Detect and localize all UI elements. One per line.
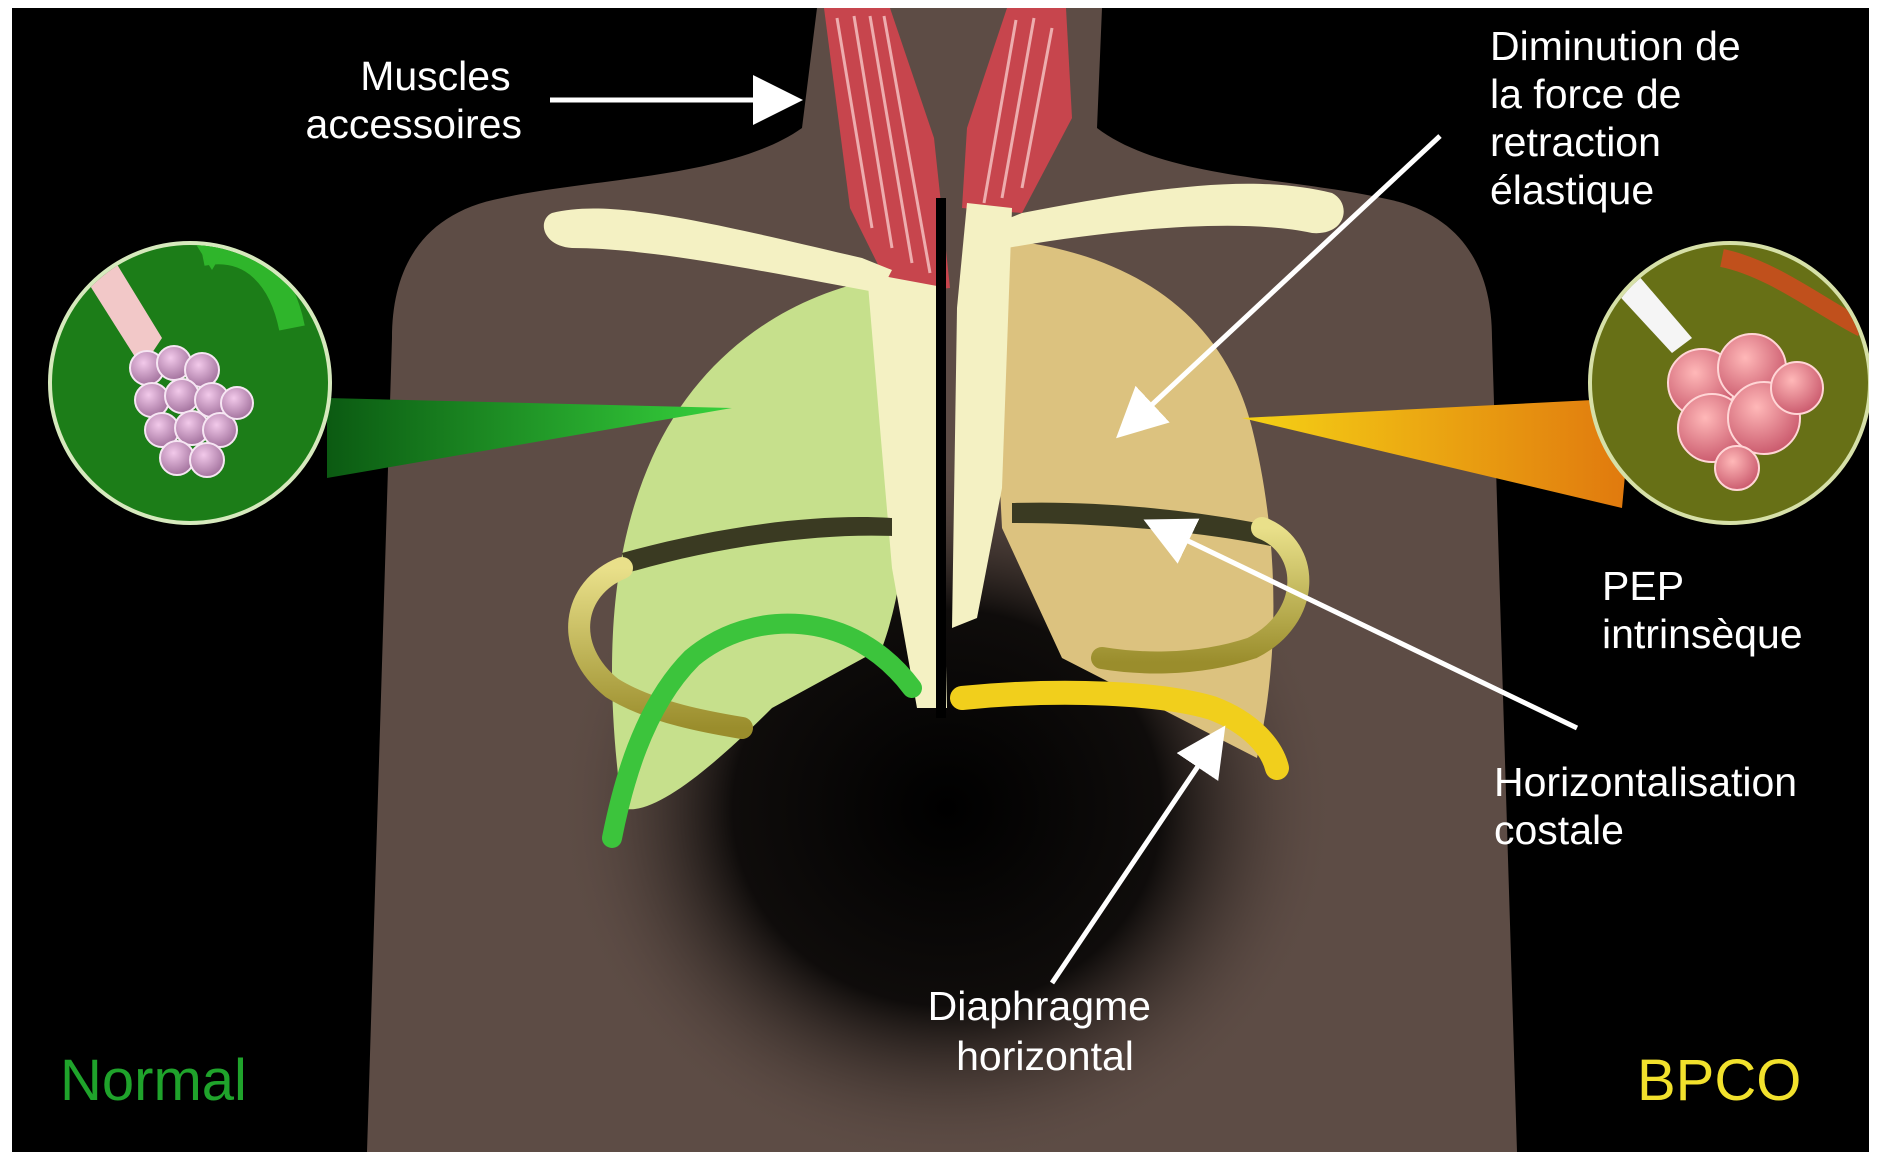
label-elastic-recoil: Diminution de la force de retraction éla… xyxy=(1490,23,1752,213)
copd-diagram: Muscles accessoires Diminution de la for… xyxy=(12,8,1869,1152)
normal-alveoli-icon xyxy=(50,236,330,523)
label-bpco: BPCO xyxy=(1637,1048,1801,1113)
sternum-center-line xyxy=(936,198,946,718)
copd-thorax-figure: Muscles accessoires Diminution de la for… xyxy=(12,8,1869,1152)
bpco-alveoli-icon xyxy=(1590,243,1869,523)
label-muscles: Muscles accessoires xyxy=(306,53,522,147)
label-normal: Normal xyxy=(60,1048,247,1113)
label-pep: PEP intrinsèque xyxy=(1602,563,1803,657)
label-costal: Horizontalisation costale xyxy=(1494,759,1809,853)
